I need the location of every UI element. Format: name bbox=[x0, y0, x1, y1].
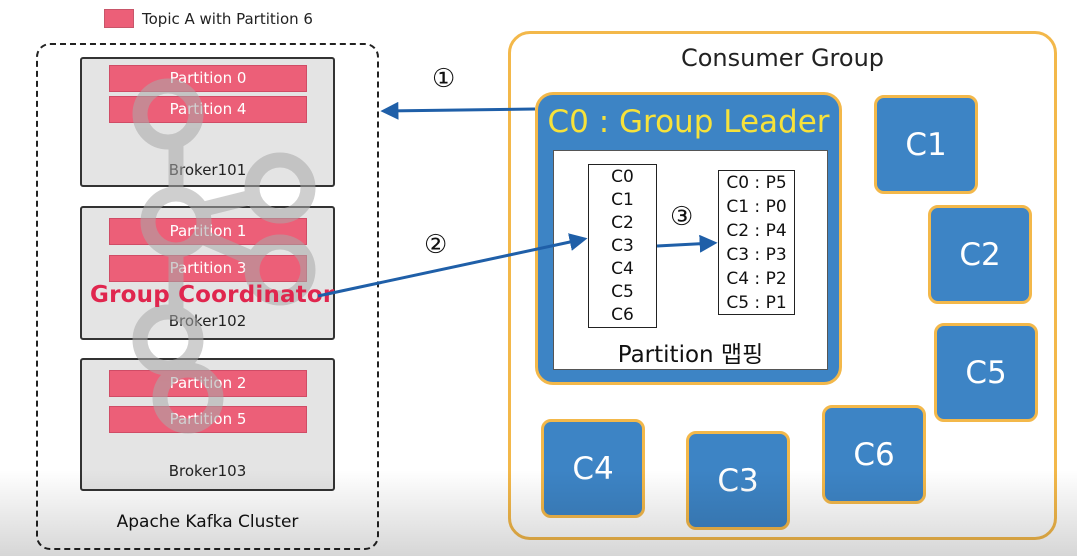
arrow-step-1 bbox=[380, 101, 536, 120]
legend: Topic A with Partition 6 bbox=[104, 9, 313, 28]
assignment-item: C5 : P1 bbox=[726, 293, 787, 313]
consumer-c6: C6 bbox=[822, 405, 926, 504]
consumer-c2: C2 bbox=[928, 205, 1032, 304]
consumer-list-item: C2 bbox=[611, 213, 634, 233]
consumer-list-item: C1 bbox=[611, 190, 634, 210]
step-3-marker: ③ bbox=[670, 202, 694, 232]
consumer-c3: C3 bbox=[686, 431, 790, 530]
broker-label: Broker101 bbox=[168, 161, 247, 179]
consumer-list-item: C3 bbox=[611, 236, 634, 256]
legend-label: Topic A with Partition 6 bbox=[142, 9, 313, 28]
consumer-c1: C1 bbox=[874, 95, 978, 194]
assignment-item: C1 : P0 bbox=[726, 197, 787, 217]
consumer-list-item: C4 bbox=[611, 259, 634, 279]
group-leader-title: C0 : Group Leader bbox=[547, 104, 830, 140]
step-1-marker: ① bbox=[432, 64, 456, 94]
assignment-item: C2 : P4 bbox=[726, 221, 787, 241]
arrow-step-2 bbox=[317, 233, 588, 298]
partition: Partition 0 bbox=[109, 65, 307, 92]
assignment-list: C0 : P5 C1 : P0 C2 : P4 C3 : P3 C4 : P2 … bbox=[718, 170, 795, 315]
assignment-item: C3 : P3 bbox=[726, 245, 787, 265]
consumer-list-item: C5 bbox=[611, 282, 634, 302]
step-2-marker: ② bbox=[424, 230, 448, 260]
consumer-group bbox=[508, 31, 1057, 540]
assignment-item: C4 : P2 bbox=[726, 269, 787, 289]
consumer-list-item: C6 bbox=[611, 305, 634, 325]
consumer-list-item: C0 bbox=[611, 167, 634, 187]
cluster-label: Apache Kafka Cluster bbox=[116, 512, 299, 532]
arrow-step-3 bbox=[656, 234, 718, 253]
kafka-cluster bbox=[36, 43, 379, 550]
partition-mapping-label: Partition 맵핑 bbox=[617, 342, 764, 368]
consumer-list: C0 C1 C2 C3 C4 C5 C6 bbox=[588, 164, 657, 328]
legend-swatch bbox=[104, 9, 134, 28]
group-coordinator-label: Group Coordinator bbox=[90, 282, 335, 308]
consumer-c5: C5 bbox=[934, 323, 1038, 422]
consumer-c4: C4 bbox=[541, 419, 645, 518]
consumer-group-label: Consumer Group bbox=[680, 44, 885, 72]
broker-label: Broker103 bbox=[168, 462, 247, 480]
assignment-item: C0 : P5 bbox=[726, 173, 787, 193]
